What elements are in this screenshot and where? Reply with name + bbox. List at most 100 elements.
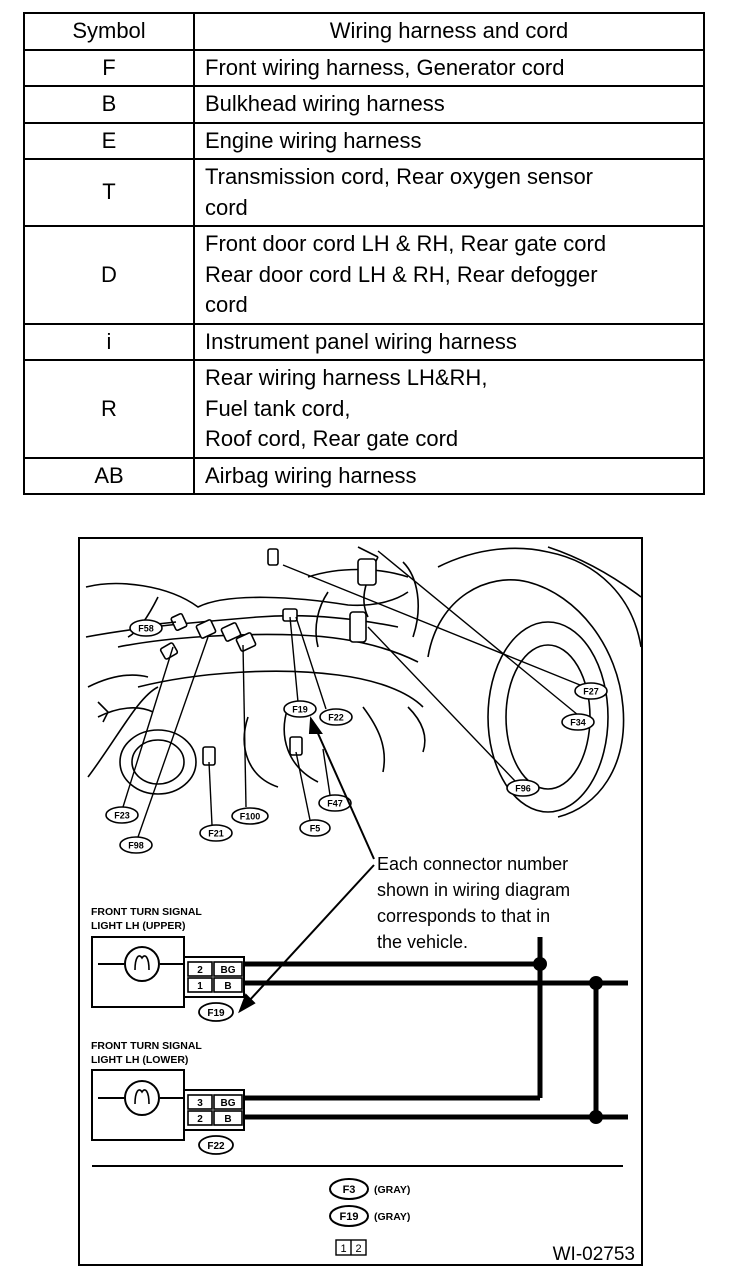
connector-label-F100: F100	[231, 807, 269, 825]
lower-turn-signal: FRONT TURN SIGNAL LIGHT LH (LOWER) 3 BG …	[91, 1040, 245, 1155]
connector-label-F21: F21	[199, 824, 233, 842]
connector-label-F98: F98	[119, 836, 153, 854]
legend-color: (GRAY)	[374, 1211, 410, 1223]
note-line: the vehicle.	[377, 932, 468, 952]
legend: F3 (GRAY) F19 (GRAY) 1 2	[329, 1178, 410, 1256]
desc-cell: Front door cord LH & RH, Rear gate cord …	[193, 225, 705, 325]
symbol-cell: T	[23, 158, 195, 227]
connector-label-F27: F27	[574, 682, 608, 700]
svg-text:F96: F96	[515, 784, 531, 794]
desc-line: Transmission cord, Rear oxygen sensor	[205, 164, 594, 189]
svg-text:F27: F27	[583, 687, 599, 697]
pin-number: 3	[197, 1098, 203, 1109]
upper-connector-label: F19	[207, 1008, 225, 1019]
connector-label-F5: F5	[299, 819, 331, 837]
svg-text:F23: F23	[114, 811, 130, 821]
svg-text:F47: F47	[327, 799, 343, 809]
wires	[244, 937, 628, 1120]
desc-line: Roof cord, Rear gate cord	[205, 426, 459, 451]
svg-text:F100: F100	[240, 812, 261, 822]
figure-frame	[78, 537, 643, 1266]
connector-label-F19: F19	[283, 700, 317, 718]
table-row: F Front wiring harness, Generator cord	[23, 48, 705, 87]
wire-color: BG	[221, 965, 236, 976]
wiring-figure: F58 F27 F34 F19 F22 F96 F47 F23 F100 F21…	[78, 537, 643, 1266]
bulb-icon	[124, 946, 160, 982]
bulb-icon	[124, 1080, 160, 1116]
symbol-cell: AB	[23, 456, 195, 495]
upper-title-line: LIGHT LH (UPPER)	[91, 920, 186, 932]
desc-cell: Bulkhead wiring harness	[193, 85, 705, 124]
pin-number: 2	[197, 965, 203, 976]
pin-box-number: 1	[340, 1243, 346, 1255]
table-row: i Instrument panel wiring harness	[23, 322, 705, 361]
svg-text:F34: F34	[570, 718, 586, 728]
symbol-cell: F	[23, 48, 195, 87]
svg-text:F98: F98	[128, 841, 144, 851]
svg-text:F58: F58	[138, 624, 154, 634]
connector-label-F96: F96	[506, 779, 540, 797]
pin-box-number: 2	[355, 1243, 361, 1255]
svg-text:F5: F5	[310, 824, 321, 834]
desc-cell: Engine wiring harness	[193, 121, 705, 160]
legend-connector: F19	[340, 1211, 359, 1223]
lower-title-line: LIGHT LH (LOWER)	[91, 1054, 188, 1066]
table-row: B Bulkhead wiring harness	[23, 85, 705, 124]
connector-label-F22: F22	[319, 708, 353, 726]
table-row: T Transmission cord, Rear oxygen sensor …	[23, 158, 705, 227]
annotation-note: Each connector number shown in wiring di…	[377, 854, 570, 952]
lower-title-line: FRONT TURN SIGNAL	[91, 1040, 202, 1052]
table-row: D Front door cord LH & RH, Rear gate cor…	[23, 225, 705, 325]
desc-line: Rear door cord LH & RH, Rear defogger	[205, 261, 598, 287]
upper-title-line: FRONT TURN SIGNAL	[91, 906, 202, 918]
wire-color: BG	[221, 1098, 236, 1109]
figure-id: WI-02753	[553, 1244, 635, 1265]
note-line: shown in wiring diagram	[377, 880, 570, 900]
header-symbol: Symbol	[23, 12, 195, 51]
connector-label-F47: F47	[318, 794, 352, 812]
symbol-cell: E	[23, 121, 195, 160]
connector-label-F23: F23	[105, 806, 139, 824]
svg-text:F21: F21	[208, 829, 224, 839]
desc-line: Airbag wiring harness	[205, 462, 417, 488]
pin-number: 1	[197, 981, 203, 992]
lower-connector-label: F22	[207, 1141, 225, 1152]
desc-line: cord	[205, 292, 248, 317]
desc-line: Rear wiring harness LH&RH,	[205, 365, 488, 390]
header-desc: Wiring harness and cord	[193, 12, 705, 51]
symbol-cell: i	[23, 322, 195, 361]
symbol-cell: B	[23, 85, 195, 124]
connector-bodies	[159, 548, 377, 766]
desc-line: Instrument panel wiring harness	[205, 328, 517, 354]
symbol-cell: D	[23, 225, 195, 325]
desc-line: Fuel tank cord,	[205, 395, 351, 421]
wire-junctions	[533, 957, 603, 1124]
desc-cell: Front wiring harness, Generator cord	[193, 48, 705, 87]
desc-line: Front door cord LH & RH, Rear gate cord	[205, 231, 607, 256]
desc-line: Engine wiring harness	[205, 127, 422, 153]
symbol-cell: R	[23, 359, 195, 459]
note-line: corresponds to that in	[377, 906, 550, 926]
desc-cell: Instrument panel wiring harness	[193, 322, 705, 361]
table-row: R Rear wiring harness LH&RH, Fuel tank c…	[23, 359, 705, 459]
note-line: Each connector number	[377, 854, 568, 874]
wire-color: B	[224, 981, 231, 992]
connector-label-F34: F34	[561, 713, 595, 731]
legend-connector: F3	[343, 1184, 356, 1196]
leader-lines	[122, 550, 581, 838]
table-row: E Engine wiring harness	[23, 121, 705, 160]
harness-table: Symbol Wiring harness and cord F Front w…	[23, 12, 705, 495]
desc-cell: Airbag wiring harness	[193, 456, 705, 495]
note-arrows	[238, 716, 375, 1014]
desc-line: cord	[205, 194, 248, 220]
wire-color: B	[224, 1114, 231, 1125]
upper-turn-signal: FRONT TURN SIGNAL LIGHT LH (UPPER) 2 BG …	[91, 906, 245, 1022]
svg-text:F22: F22	[328, 713, 344, 723]
connector-label-F58: F58	[129, 619, 163, 637]
table-row: AB Airbag wiring harness	[23, 456, 705, 495]
desc-line: Bulkhead wiring harness	[205, 91, 445, 116]
desc-cell: Transmission cord, Rear oxygen sensor co…	[193, 158, 705, 227]
desc-cell: Rear wiring harness LH&RH, Fuel tank cor…	[193, 359, 705, 459]
legend-color: (GRAY)	[374, 1184, 410, 1196]
table-header-row: Symbol Wiring harness and cord	[23, 12, 705, 51]
